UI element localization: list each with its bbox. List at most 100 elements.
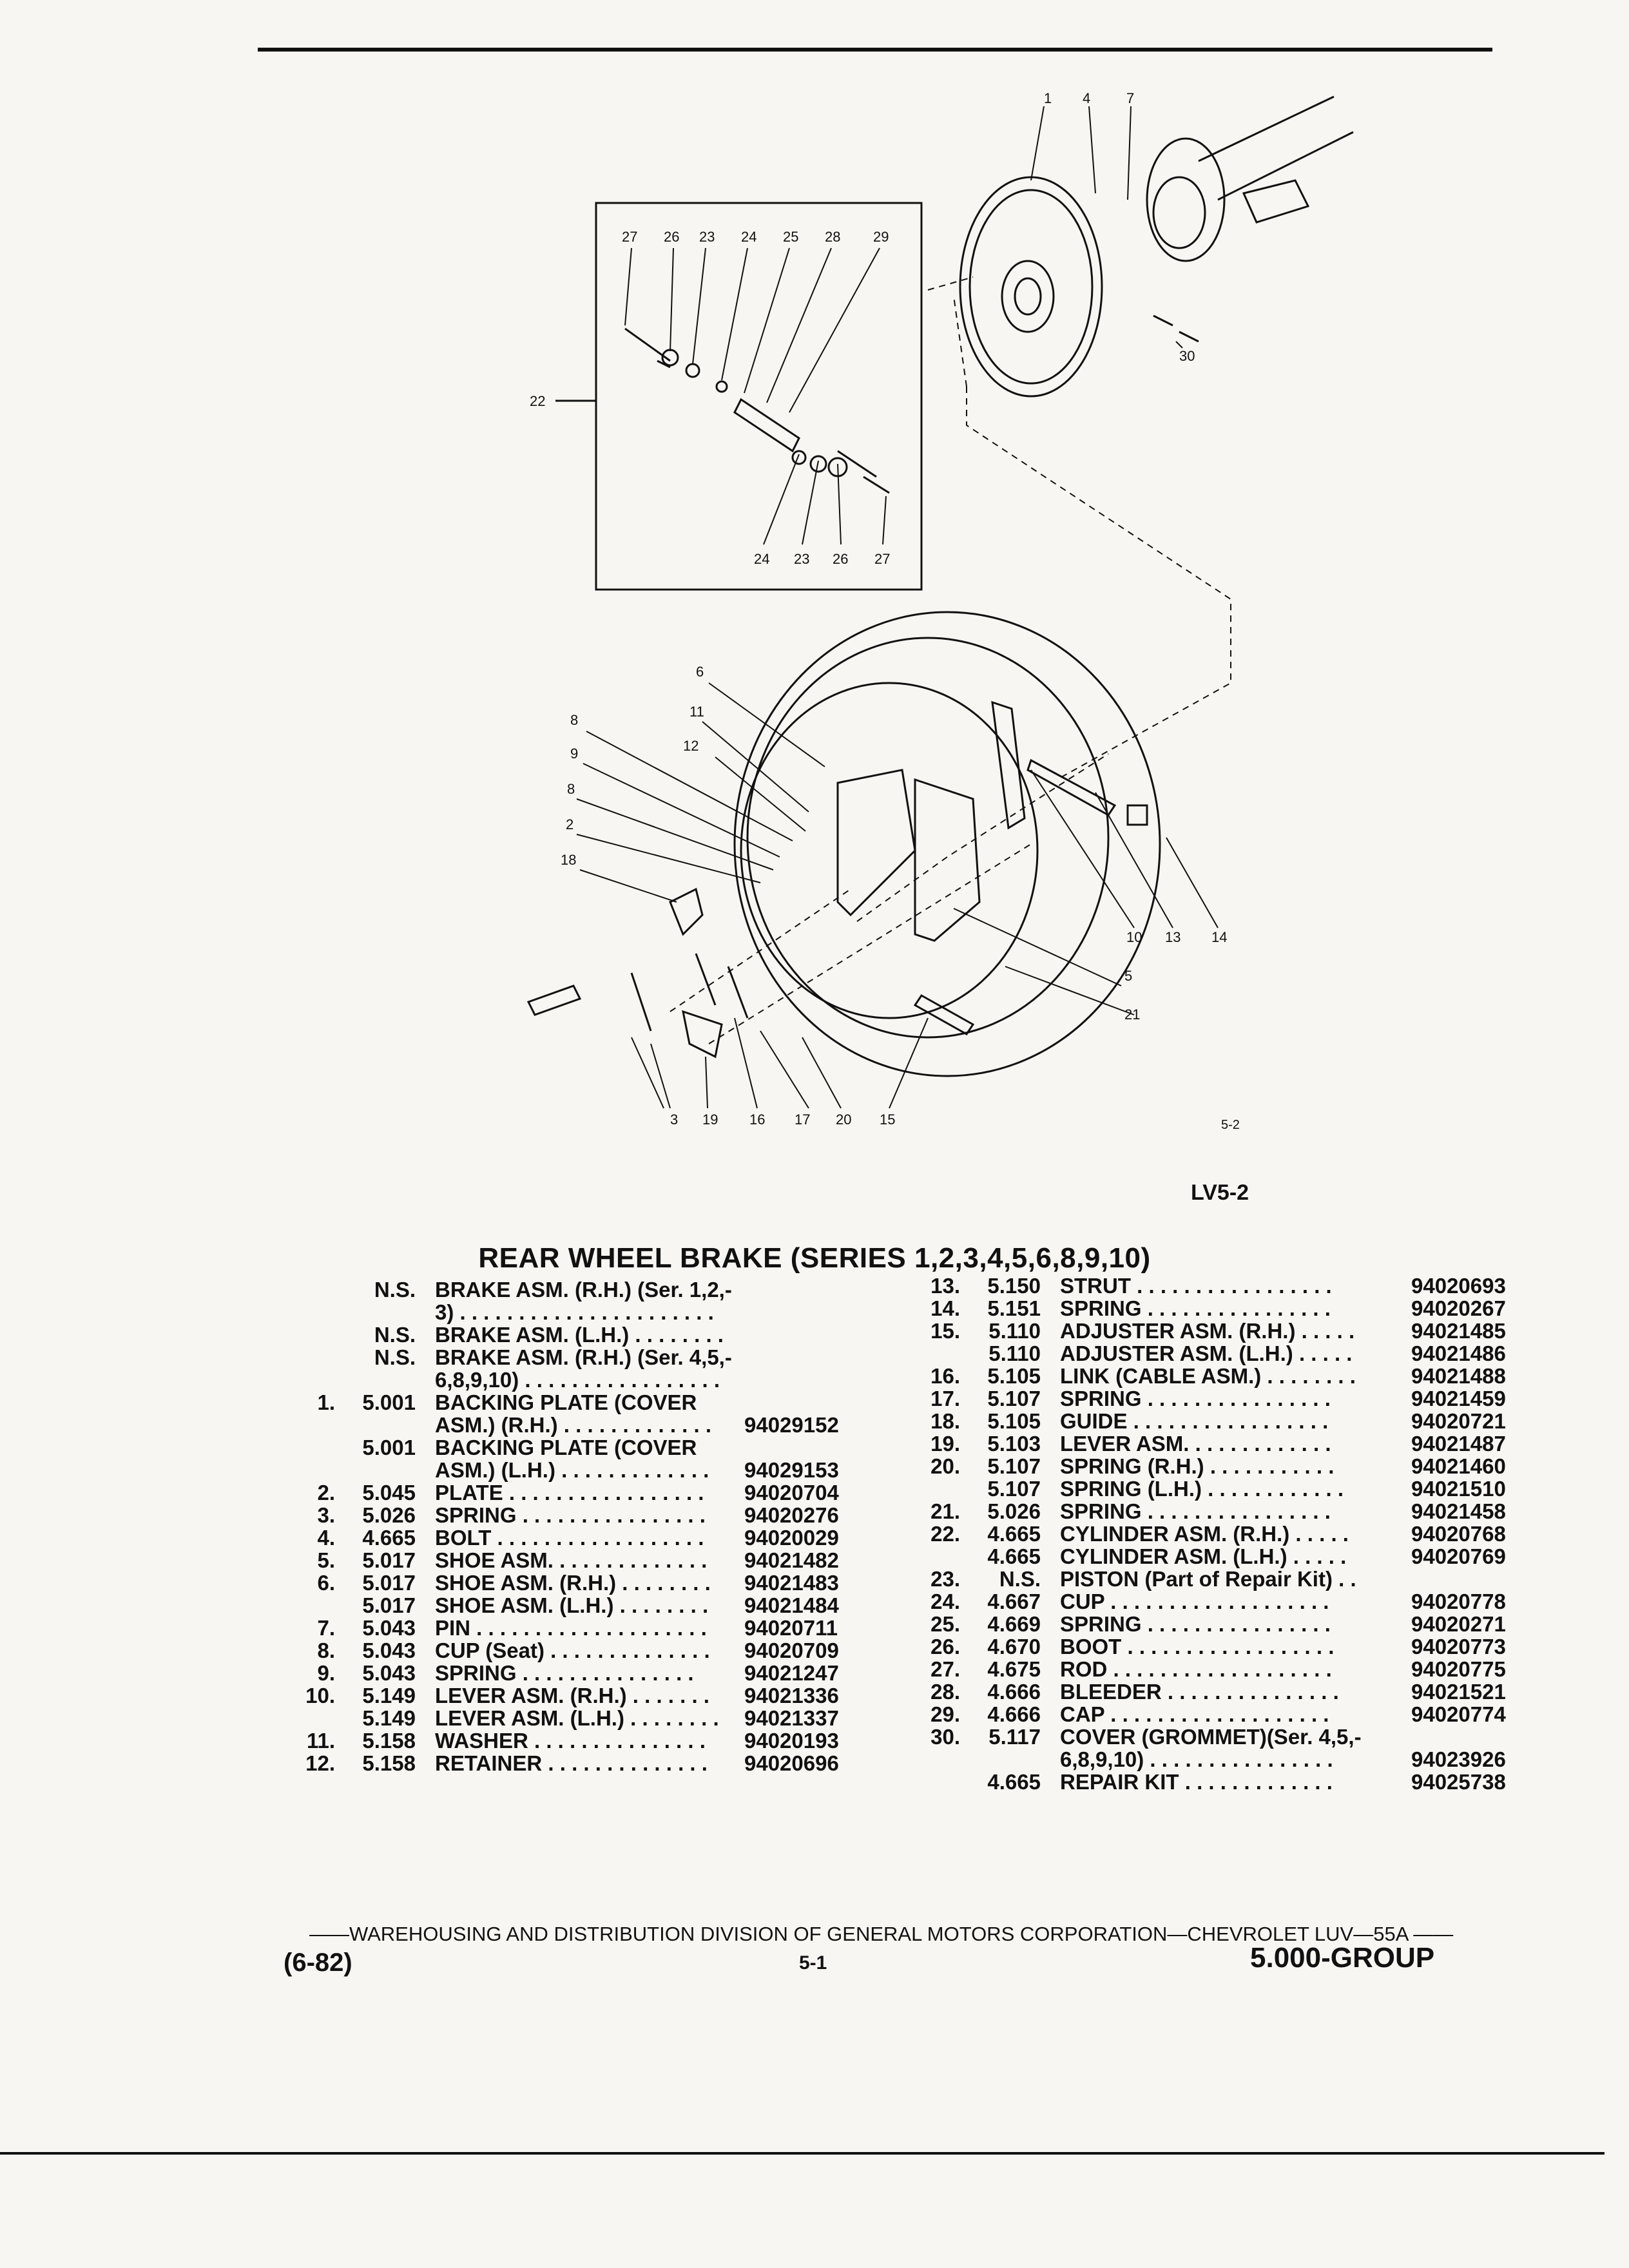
parts-row-page: 4.670 xyxy=(987,1635,1041,1658)
callout-11: 11 xyxy=(689,704,704,720)
parts-row-page: 5.026 xyxy=(362,1503,416,1527)
parts-row-idx: 28. xyxy=(930,1680,960,1704)
inset-callout-23: 23 xyxy=(699,229,715,245)
parts-row: 11. 5.158 WASHER . . . . . . . . . . . . .… xyxy=(284,1729,934,1752)
parts-row-idx: 4. xyxy=(317,1526,335,1550)
parts-row-idx: 11. xyxy=(306,1729,335,1753)
parts-row-desc: SPRING (R.H.) . . . . . . . . . . . xyxy=(1060,1454,1335,1478)
parts-row-page: 4.665 xyxy=(987,1544,1041,1568)
parts-row-pn: 94020029 xyxy=(744,1526,839,1550)
parts-row-idx: 20. xyxy=(930,1454,960,1478)
parts-row-page: N.S. xyxy=(374,1323,416,1347)
callout-19: 19 xyxy=(702,1111,718,1128)
inset-callout-27: 27 xyxy=(622,229,637,245)
parts-row-page: 4.665 xyxy=(362,1526,416,1550)
callout-10: 10 xyxy=(1126,929,1142,945)
parts-row-page: 5.149 xyxy=(362,1684,416,1707)
parts-row-page: 5.043 xyxy=(362,1616,416,1640)
parts-row-page: 5.107 xyxy=(987,1477,1041,1501)
backing-plate-outline xyxy=(959,176,1103,398)
parts-row-page: 4.666 xyxy=(987,1680,1041,1704)
parts-row-desc: ROD . . . . . . . . . . . . . . . . . . … xyxy=(1060,1657,1332,1681)
parts-row-desc: LEVER ASM. . . . . . . . . . . . . xyxy=(1060,1432,1331,1456)
parts-row-pn: 94021458 xyxy=(1411,1499,1506,1523)
parts-row-pn: 94020276 xyxy=(744,1503,839,1527)
footer-revision: (6-82) xyxy=(284,1948,352,1977)
parts-row-page: N.S. xyxy=(374,1278,416,1302)
parts-row: 4.665 CYLINDER ASM. (L.H.) . . . . . 94020… xyxy=(909,1545,1508,1568)
parts-row-pn: 94020709 xyxy=(744,1639,839,1662)
parts-row-desc: BACKING PLATE (COVER xyxy=(435,1390,697,1414)
parts-row-pn: 94029153 xyxy=(744,1458,839,1482)
parts-row-pn: 94020704 xyxy=(744,1481,839,1504)
parts-row-page: 5.107 xyxy=(987,1454,1041,1478)
parts-row-desc: ASM.) (R.H.) . . . . . . . . . . . . . xyxy=(435,1413,712,1437)
parts-row-desc: BOLT . . . . . . . . . . . . . . . . . . xyxy=(435,1526,704,1550)
parts-row-page: 4.667 xyxy=(987,1590,1041,1613)
callout-18: 18 xyxy=(561,852,576,868)
parts-row: 6,8,9,10) . . . . . . . . . . . . . . . … xyxy=(909,1748,1508,1771)
callout-8b: 8 xyxy=(567,781,575,797)
parts-row-pn: 94020721 xyxy=(1411,1409,1506,1433)
parts-row-page: 5.117 xyxy=(988,1725,1041,1749)
callout-14: 14 xyxy=(1211,929,1227,945)
parts-row-page: 5.043 xyxy=(362,1661,416,1685)
callout-12: 12 xyxy=(683,738,699,754)
parts-row: 23.N.S.PISTON (Part of Repair Kit) . . xyxy=(909,1568,1508,1590)
parts-row-desc: LEVER ASM. (L.H.) . . . . . . . . xyxy=(435,1706,719,1730)
parts-row-pn: 94021336 xyxy=(744,1684,839,1707)
figure-code: LV5-2 xyxy=(1191,1180,1249,1205)
parts-row-desc: REPAIR KIT . . . . . . . . . . . . . xyxy=(1060,1770,1333,1794)
parts-row-idx: 6. xyxy=(317,1571,335,1595)
parts-row-pn: 94020769 xyxy=(1411,1544,1506,1568)
parts-row-desc: 3) . . . . . . . . . . . . . . . . . . .… xyxy=(435,1300,714,1324)
parts-row-page: 5.043 xyxy=(362,1639,416,1662)
parts-row-desc: CYLINDER ASM. (L.H.) . . . . . xyxy=(1060,1544,1347,1568)
parts-row-desc: BACKING PLATE (COVER xyxy=(435,1436,697,1459)
parts-list-left: N.S.BRAKE ASM. (R.H.) (Ser. 1,2,-3) . . … xyxy=(284,1278,934,1774)
parts-row-page: 4.666 xyxy=(987,1702,1041,1726)
parts-row-page: 5.158 xyxy=(362,1729,416,1753)
parts-row-pn: 94021486 xyxy=(1411,1341,1506,1365)
parts-row-idx: 18. xyxy=(930,1409,960,1433)
inset-callout-26b: 26 xyxy=(833,551,848,567)
footer-page-number: 5-1 xyxy=(799,1952,827,1974)
parts-row-page: 5.151 xyxy=(987,1296,1041,1320)
callout-16: 16 xyxy=(749,1111,765,1128)
parts-row-pn: 94020768 xyxy=(1411,1522,1506,1546)
callout-2: 2 xyxy=(566,816,574,832)
parts-row: N.S.BRAKE ASM. (R.H.) (Ser. 4,5,- xyxy=(284,1346,934,1369)
parts-row-pn: 94021487 xyxy=(1411,1432,1506,1456)
parts-row-idx: 29. xyxy=(930,1702,960,1726)
parts-row-page: 5.103 xyxy=(987,1432,1041,1456)
parts-row-desc: STRUT . . . . . . . . . . . . . . . . . xyxy=(1060,1274,1332,1298)
parts-row-desc: SPRING . . . . . . . . . . . . . . . . xyxy=(1060,1296,1331,1320)
inset-callout-25: 25 xyxy=(783,229,798,245)
parts-row-page: N.S. xyxy=(999,1567,1041,1591)
parts-row-desc: WASHER . . . . . . . . . . . . . . . xyxy=(435,1729,706,1753)
parts-row: 4. 4.665 BOLT . . . . . . . . . . . . . . … xyxy=(284,1526,934,1549)
parts-row-idx: 17. xyxy=(930,1387,960,1410)
parts-row-desc: SPRING . . . . . . . . . . . . . . . xyxy=(435,1661,694,1685)
parts-row-page: 5.001 xyxy=(362,1390,416,1414)
callout-15: 15 xyxy=(880,1111,895,1128)
parts-row-desc: 6,8,9,10) . . . . . . . . . . . . . . . … xyxy=(435,1368,720,1392)
parts-row-desc: SPRING . . . . . . . . . . . . . . . . xyxy=(435,1503,706,1527)
parts-row-page: 4.669 xyxy=(987,1612,1041,1636)
parts-row: ASM.) (R.H.) . . . . . . . . . . . . .94… xyxy=(284,1414,934,1436)
parts-row-pn: 94020271 xyxy=(1411,1612,1506,1636)
callout-6: 6 xyxy=(696,664,704,680)
parts-row-idx: 10. xyxy=(305,1684,335,1707)
parts-row-page: 5.158 xyxy=(362,1751,416,1775)
parts-row-desc: SHOE ASM. . . . . . . . . . . . . . xyxy=(435,1548,708,1572)
